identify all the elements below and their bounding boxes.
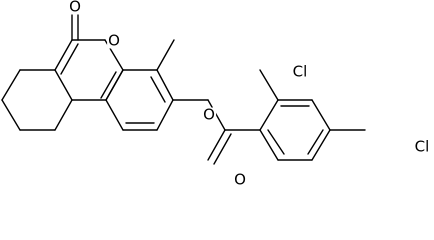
chlorine-para-label: Cl bbox=[413, 137, 431, 156]
ester-oxygen-label: O bbox=[202, 105, 216, 124]
bond bbox=[100, 71, 117, 99]
bond bbox=[259, 69, 279, 101]
bond bbox=[311, 99, 331, 131]
bond bbox=[60, 43, 79, 75]
bond bbox=[156, 69, 174, 101]
bond bbox=[207, 99, 226, 131]
bond bbox=[207, 129, 226, 161]
bond bbox=[156, 39, 175, 71]
bond bbox=[259, 129, 279, 161]
carbonyl-oxygen-label: O bbox=[68, 0, 82, 16]
bond bbox=[54, 99, 73, 131]
molecule-diagram: O O O O Cl Cl bbox=[1, 0, 431, 189]
chlorine-ortho-label: Cl bbox=[291, 62, 309, 81]
ring-oxygen-label: O bbox=[107, 31, 121, 50]
bond bbox=[150, 76, 166, 103]
bond bbox=[311, 129, 331, 161]
bond bbox=[213, 133, 232, 165]
bond bbox=[1, 99, 21, 131]
bond bbox=[156, 99, 174, 131]
bond-skeleton bbox=[1, 9, 366, 165]
bond bbox=[307, 129, 324, 155]
bond bbox=[54, 39, 73, 71]
bond bbox=[267, 129, 285, 155]
bond bbox=[1, 69, 21, 101]
ester-carbonyl-oxygen-label: O bbox=[233, 170, 247, 189]
bond bbox=[259, 99, 279, 131]
bond bbox=[105, 99, 124, 131]
bond bbox=[54, 69, 73, 101]
bond bbox=[105, 69, 124, 101]
